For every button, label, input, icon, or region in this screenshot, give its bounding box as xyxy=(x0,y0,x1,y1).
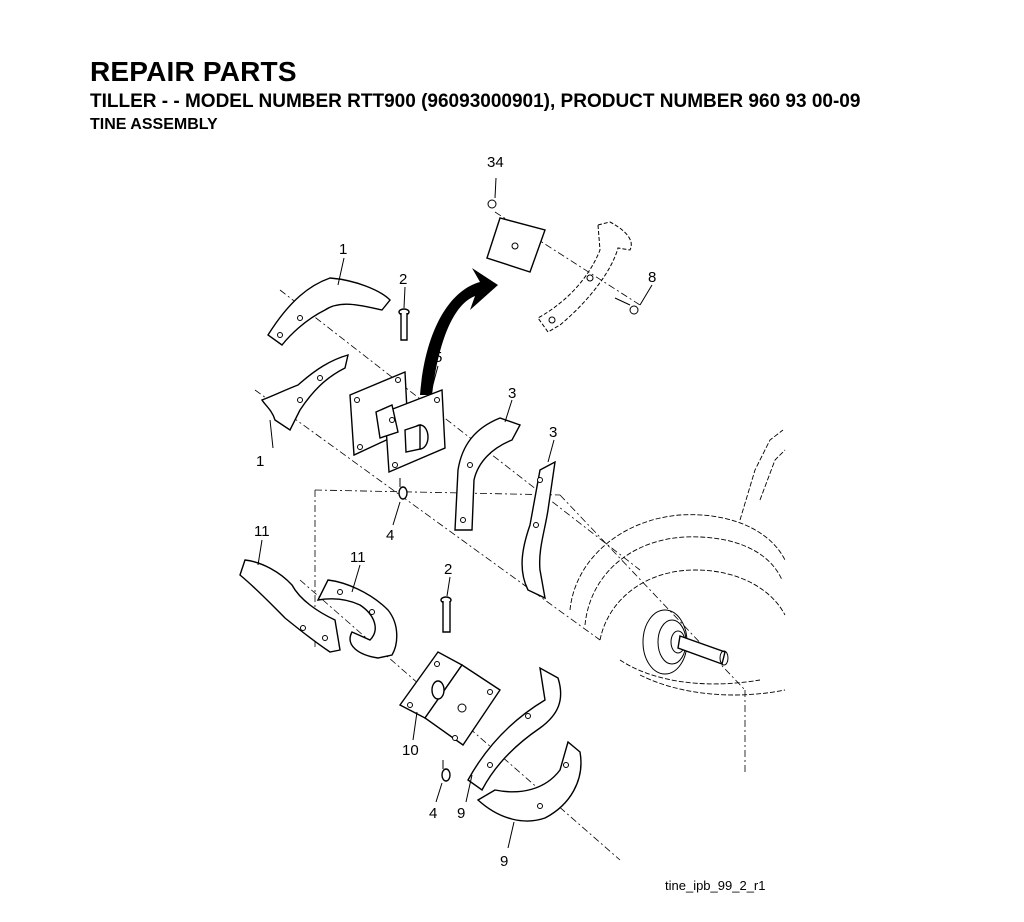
callout-1-upper: 1 xyxy=(339,241,347,258)
callout-2-upper: 2 xyxy=(399,271,407,288)
section-title: TINE ASSEMBLY xyxy=(90,116,218,133)
tiller-housing xyxy=(569,429,786,696)
callout-10: 10 xyxy=(402,742,419,759)
tine-hole xyxy=(322,635,328,641)
tine-1-upper xyxy=(267,277,391,346)
callout-2-lower: 2 xyxy=(444,561,452,578)
screw-8 xyxy=(614,284,653,315)
tine-detail-dashed xyxy=(537,221,632,333)
figure-id: tine_ipb_99_2_r1 xyxy=(665,878,766,893)
tine-hole xyxy=(537,803,543,809)
hub-plate-5 xyxy=(349,370,446,474)
tine-1-lower xyxy=(260,354,349,432)
tine-hole xyxy=(460,517,466,523)
tine-3-right xyxy=(521,460,556,600)
tine-hole xyxy=(487,762,493,768)
plate-hole xyxy=(511,242,519,250)
tine-9-upper xyxy=(467,666,562,792)
clip-4-lower xyxy=(441,760,451,782)
callout-4-lower: 4 xyxy=(429,805,437,822)
callout-11-right: 11 xyxy=(350,549,366,566)
hub-plate-10 xyxy=(398,651,501,746)
tine-hole xyxy=(467,462,473,468)
pin-2-lower xyxy=(440,596,452,633)
tine-hole xyxy=(297,315,303,321)
tiller-shaft-hub xyxy=(642,609,729,675)
model-subtitle: TILLER - - MODEL NUMBER RTT900 (96093000… xyxy=(90,91,861,112)
tine-hole xyxy=(297,397,303,403)
bolt-34 xyxy=(487,177,497,209)
detail-hole-1 xyxy=(586,274,594,282)
detail-hole-2 xyxy=(548,316,556,324)
callout-34: 34 xyxy=(487,154,504,171)
tine-11-right xyxy=(316,579,398,659)
callout-9-upper: 9 xyxy=(457,805,465,822)
tine-hole xyxy=(300,625,306,631)
pin-2-upper xyxy=(398,308,410,341)
tine-hole xyxy=(337,589,343,595)
tine-hole xyxy=(369,609,375,615)
callout-9-lower: 9 xyxy=(500,853,508,870)
tine-hole xyxy=(317,375,323,381)
tine-3-left xyxy=(454,417,522,531)
tine-9-lower xyxy=(476,740,582,822)
callout-1-lower: 1 xyxy=(256,453,264,470)
callout-8: 8 xyxy=(648,269,656,286)
page-title: REPAIR PARTS xyxy=(90,56,297,87)
tine-hole xyxy=(277,332,283,338)
clip-4-upper xyxy=(398,478,408,500)
tine-hole xyxy=(563,762,569,768)
tine-hole xyxy=(537,477,543,483)
detail-arrow xyxy=(420,268,498,395)
tine-hole xyxy=(533,522,539,528)
tine-11-left xyxy=(239,559,341,653)
callout-3-left: 3 xyxy=(508,385,516,402)
callout-11-left: 11 xyxy=(254,523,270,540)
callout-5: 5 xyxy=(434,349,442,366)
callout-3-right: 3 xyxy=(549,424,557,441)
leader-lines xyxy=(257,257,555,849)
callout-4-upper: 4 xyxy=(386,527,394,544)
tine-hole xyxy=(525,713,531,719)
